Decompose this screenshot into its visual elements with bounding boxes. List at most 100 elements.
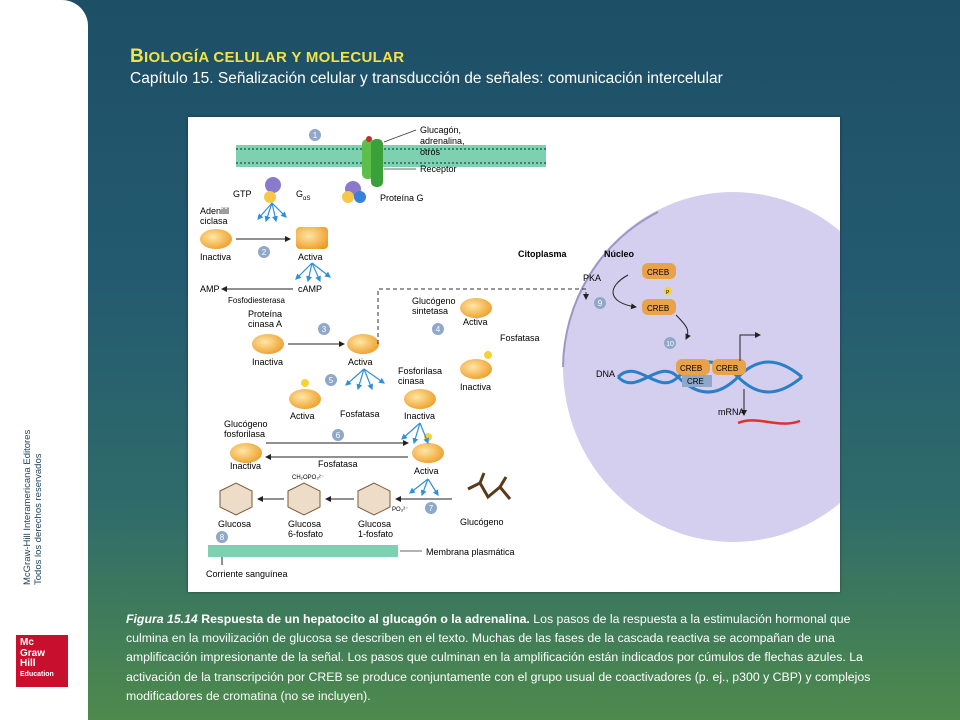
g6p-shape — [287, 482, 321, 516]
logo-line: Graw — [20, 647, 46, 659]
svg-text:1: 1 — [313, 131, 318, 140]
label-inactive-1: Inactiva — [200, 252, 231, 262]
signaling-diagram: 1 2 3 4 5 6 7 8 9 10 Glucagón, adrenalin… — [200, 125, 840, 579]
copyright-notice: McGraw-Hill Interamericana Editores Todo… — [22, 355, 44, 585]
sidebar — [0, 0, 88, 720]
svg-text:5: 5 — [329, 376, 334, 385]
label-inactive-3: Inactiva — [460, 382, 491, 392]
svg-text:8: 8 — [220, 533, 225, 542]
book-title-rest: IOLOGÍA CELULAR Y MOLECULAR — [144, 49, 405, 66]
label-gs-1: Glucógeno — [412, 296, 456, 306]
glucose-shape — [219, 482, 253, 516]
pka-inactive — [252, 334, 284, 354]
label-dna: DNA — [596, 369, 615, 379]
label-inactive-2: Inactiva — [252, 357, 283, 367]
figure-caption: Figura 15.14 Respuesta de un hepatocito … — [126, 610, 886, 706]
gs-inactive — [460, 359, 492, 379]
book-title-initial: B — [130, 46, 145, 67]
credit-line-1: McGraw-Hill Interamericana Editores — [22, 429, 33, 585]
caption-title: Respuesta de un hepatocito al glucagón o… — [201, 612, 530, 626]
label-creb-4: CREB — [716, 364, 738, 373]
amplification-arrows — [257, 202, 439, 497]
label-nucleus: Núcleo — [604, 249, 635, 259]
label-pk-2: cinasa — [398, 376, 424, 386]
label-membrane: Membrana plasmática — [426, 547, 515, 557]
label-adenylyl-2: ciclasa — [200, 216, 228, 226]
label-active-4: Activa — [290, 411, 315, 421]
svg-text:4: 4 — [436, 325, 441, 334]
label-cre: CRE — [687, 377, 704, 386]
label-g6p-2: 6-fosfato — [288, 529, 323, 539]
label-active-5: Activa — [414, 466, 439, 476]
label-mrna: mRNA — [718, 407, 745, 417]
label-gs-2: sintetasa — [412, 306, 448, 316]
label-glucose: Glucosa — [218, 519, 251, 529]
creb-shape — [642, 263, 676, 279]
label-gas: G — [296, 189, 303, 199]
adenylyl-active — [296, 227, 328, 249]
label-ligand-3: otros — [420, 147, 441, 157]
svg-text:2: 2 — [262, 248, 267, 257]
svg-text:3: 3 — [322, 325, 327, 334]
label-active-1: Activa — [298, 252, 323, 262]
chapter-title: Capítulo 15. Señalización celular y tran… — [130, 70, 723, 87]
label-inactive-4: Inactiva — [404, 411, 435, 421]
label-pk-1: Fosforilasa — [398, 366, 442, 376]
g-protein-shape — [265, 177, 281, 193]
glycogen-shape — [467, 472, 512, 500]
pka-active — [347, 334, 379, 354]
mrna-shape — [737, 419, 801, 425]
step-markers: 1 2 3 4 5 6 7 8 9 10 — [216, 129, 676, 543]
label-ligand-2: adrenalina, — [420, 136, 465, 146]
label-amp: AMP — [200, 284, 220, 294]
logo-education: Education — [20, 670, 54, 678]
svg-text:6: 6 — [336, 431, 341, 440]
label-pka-1: Proteína — [248, 309, 282, 319]
label-cytoplasm: Citoplasma — [518, 249, 568, 259]
label-creb-2: CREB — [647, 304, 669, 313]
label-p-1: P — [666, 290, 670, 296]
label-bloodstream: Corriente sanguínea — [206, 569, 288, 579]
label-receptor: Receptor — [420, 164, 457, 174]
label-gtp: GTP — [233, 189, 252, 199]
pk-active — [289, 389, 321, 409]
label-pka-2: cinasa A — [248, 319, 282, 329]
cell-membrane — [236, 145, 546, 167]
label-inactive-5: Inactiva — [230, 461, 261, 471]
label-phosphatase-2: Fosfatasa — [340, 409, 380, 419]
logo-line: Mc — [20, 637, 34, 648]
credit-line-2: Todos los derechos reservados — [33, 453, 44, 586]
logo-line: Hill — [20, 658, 36, 669]
adenylyl-inactive — [200, 229, 232, 249]
label-gp-1: Glucógeno — [224, 419, 268, 429]
svg-text:7: 7 — [429, 504, 434, 513]
label-camp: cAMP — [298, 284, 322, 294]
label-phosphodiesterase: Fosfodiesterasa — [228, 296, 285, 305]
label-phosphatase-1: Fosfatasa — [500, 333, 540, 343]
label-gas-sub: αS — [303, 196, 310, 202]
svg-text:9: 9 — [598, 299, 603, 308]
label-ch2opo3: CH₂OPO₃²⁻ — [292, 475, 324, 481]
caption-body: Los pasos de la respuesta a la estimulac… — [126, 612, 871, 703]
label-gp-2: fosforilasa — [224, 429, 265, 439]
book-title: BIOLOGÍA CELULAR Y MOLECULAR — [130, 46, 404, 68]
label-adenylyl: Adenilil — [200, 206, 229, 216]
label-active-3: Activa — [463, 317, 488, 327]
caption-label: Figura 15.14 — [126, 612, 198, 626]
label-po3: PO₃²⁻ — [392, 507, 408, 513]
label-g1p-2: 1-fosfato — [358, 529, 393, 539]
svg-text:10: 10 — [666, 341, 674, 348]
pk-inactive — [404, 389, 436, 409]
label-active-2: Activa — [348, 357, 373, 367]
label-creb-1: CREB — [647, 268, 669, 277]
g1p-shape — [357, 482, 391, 516]
label-g-protein: Proteína G — [380, 193, 424, 203]
gp-active — [412, 443, 444, 463]
label-creb-3: CREB — [680, 364, 702, 373]
mcgraw-hill-logo: Mc Graw Hill Education — [16, 635, 68, 687]
label-phosphatase-3: Fosfatasa — [318, 459, 358, 469]
label-glycogen: Glucógeno — [460, 517, 504, 527]
label-pka: PKA — [583, 273, 601, 283]
label-g6p-1: Glucosa — [288, 519, 321, 529]
figure-panel: 1 2 3 4 5 6 7 8 9 10 Glucagón, adrenalin… — [188, 117, 840, 592]
